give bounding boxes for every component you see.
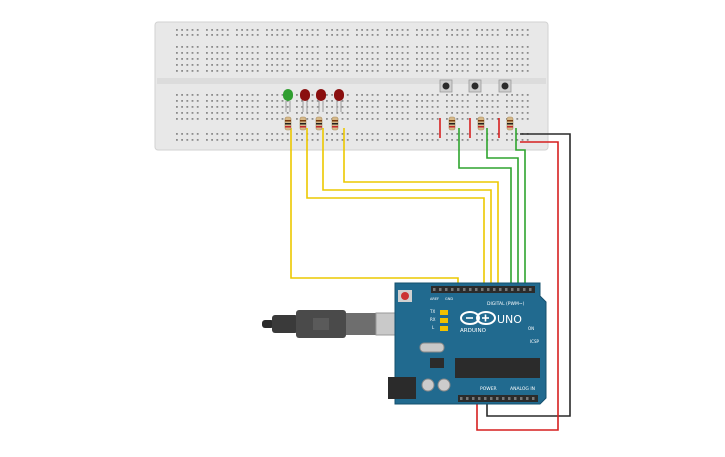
board-model: UNO xyxy=(497,313,522,326)
push-buttons xyxy=(439,79,512,93)
resistor xyxy=(331,116,339,131)
breadboard xyxy=(154,21,549,151)
push-button xyxy=(468,79,482,93)
arduino-board: ARDUINO UNO DIGITAL (PWM~) ANALOG IN POW… xyxy=(388,282,547,405)
resistor xyxy=(477,116,485,131)
wire-5v-red xyxy=(476,141,559,431)
led xyxy=(283,89,293,112)
push-button xyxy=(498,79,512,93)
wire-led-2 xyxy=(306,128,485,292)
led xyxy=(300,89,310,112)
rx-label: RX xyxy=(430,317,436,322)
l-label: L xyxy=(432,325,435,330)
on-label: ON xyxy=(528,326,534,331)
led xyxy=(316,89,326,112)
wire-gnd-black xyxy=(486,133,571,417)
led xyxy=(334,89,344,112)
leds xyxy=(283,89,344,112)
wire-led-3 xyxy=(322,128,492,292)
wire-button-2 xyxy=(486,128,519,292)
wire-led-1 xyxy=(290,128,459,292)
board-brand: ARDUINO xyxy=(460,328,487,334)
power-wires xyxy=(476,133,571,431)
tx-label: TX xyxy=(429,309,435,314)
digital-label: DIGITAL (PWM~) xyxy=(487,301,525,307)
icsp-label: ICSP xyxy=(530,339,540,344)
arduino-logo xyxy=(460,311,496,325)
wire-led-4 xyxy=(343,128,499,292)
analog-label: ANALOG IN xyxy=(510,386,535,392)
resistor xyxy=(284,116,292,131)
resistor xyxy=(299,116,307,131)
resistor xyxy=(315,116,323,131)
resistors xyxy=(284,116,514,131)
resistor xyxy=(448,116,456,131)
green-wires xyxy=(458,128,526,292)
aref-label: AREF xyxy=(430,297,439,301)
usb-cable xyxy=(262,310,411,338)
usb-icon xyxy=(313,318,329,330)
push-button xyxy=(439,79,453,93)
wire-button-3 xyxy=(515,128,526,292)
yellow-wires xyxy=(290,128,499,292)
wire-button-1 xyxy=(458,128,512,292)
gnd-label: GND xyxy=(445,297,453,301)
rail-jumpers xyxy=(439,118,500,138)
resistor xyxy=(506,116,514,131)
power-label: POWER xyxy=(480,386,497,392)
